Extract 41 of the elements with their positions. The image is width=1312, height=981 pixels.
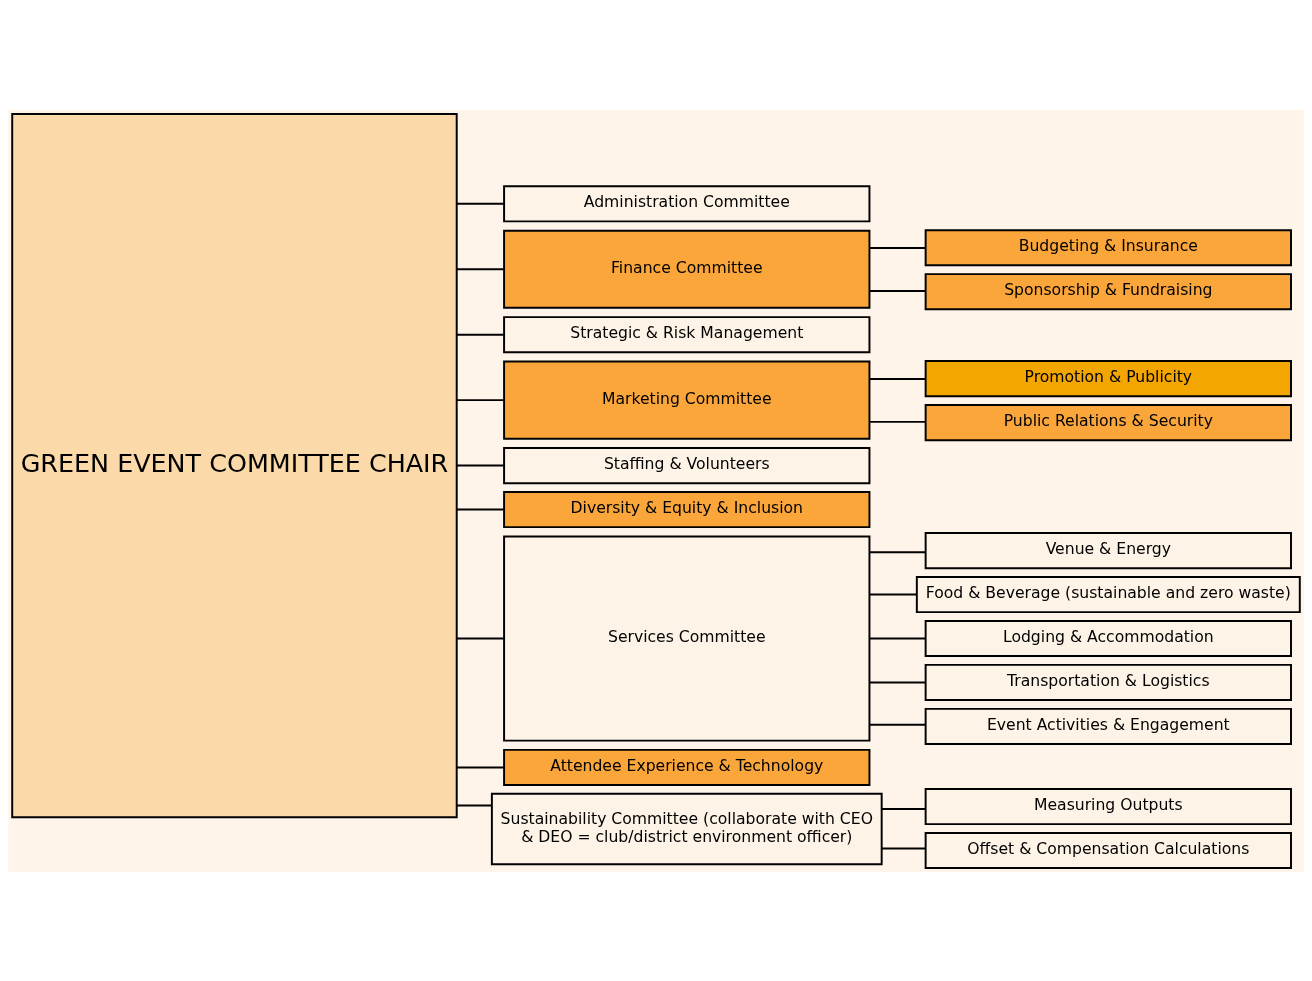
connector <box>456 464 505 467</box>
connector <box>868 681 927 683</box>
connector <box>868 289 927 292</box>
node-box: GREEN EVENT COMMITTEE CHAIR <box>11 112 458 818</box>
node-box: Sustainability Committee (collaborate with CEO & DEO = club/district environment officer) <box>490 792 883 865</box>
connector <box>456 202 505 205</box>
connector <box>868 723 927 726</box>
connector <box>456 508 505 511</box>
node-box: Offset & Compensation Calculations <box>924 831 1292 869</box>
node-box: Public Relations & Security <box>924 403 1292 441</box>
connector <box>868 637 927 639</box>
node-box: Finance Committee <box>503 229 871 309</box>
node-box: Strategic & Risk Management <box>503 315 871 353</box>
connector <box>880 807 927 810</box>
connector <box>868 550 927 553</box>
node-box: Staffing & Volunteers <box>503 446 871 484</box>
connector <box>456 398 505 401</box>
connector <box>456 637 505 639</box>
connector <box>456 267 505 270</box>
node-box: Venue & Energy <box>924 531 1292 569</box>
connector <box>868 420 927 423</box>
node-box: Marketing Committee <box>503 360 871 440</box>
node-box: Budgeting & Insurance <box>924 228 1292 266</box>
connector <box>456 333 505 336</box>
connector <box>456 804 493 807</box>
node-box: Diversity & Equity & Inclusion <box>503 490 871 528</box>
connector <box>880 847 927 850</box>
connector <box>456 766 505 768</box>
node-box: Sponsorship & Fundraising <box>924 272 1292 310</box>
connector <box>868 377 927 380</box>
node-box: Lodging & Accommodation <box>924 619 1292 657</box>
node-box: Event Activities & Engagement <box>924 707 1292 745</box>
node-box: Attendee Experience & Technology <box>503 748 871 786</box>
node-box: Administration Committee <box>503 184 871 222</box>
node-box: Services Committee <box>503 534 871 742</box>
node-box: Transportation & Logistics <box>924 663 1292 701</box>
node-box: Food & Beverage (sustainable and zero waste) <box>915 575 1301 613</box>
connector <box>868 593 918 596</box>
connector <box>868 246 927 249</box>
node-box: Promotion & Publicity <box>924 359 1292 397</box>
node-box: Measuring Outputs <box>924 787 1292 825</box>
